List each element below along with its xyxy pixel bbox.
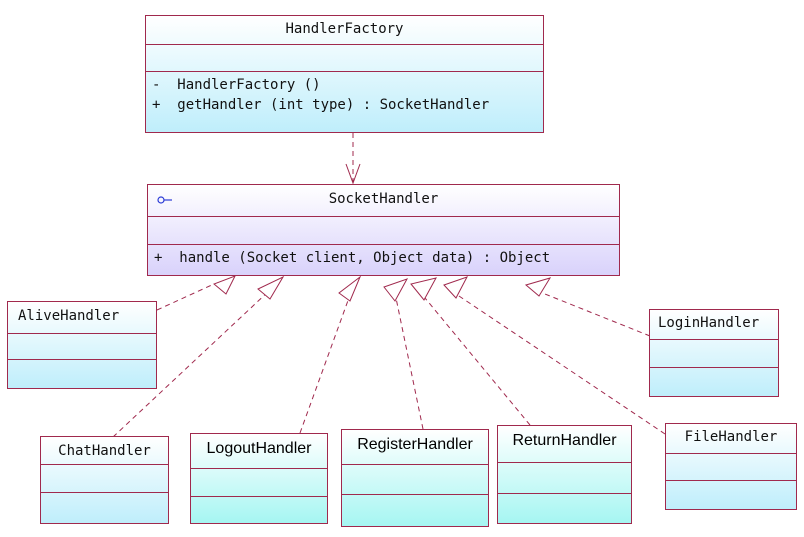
realization-arrowhead-login	[524, 277, 552, 297]
attributes-section	[146, 45, 543, 72]
class-name: AliveHandler	[8, 302, 156, 334]
logout-handler-class[interactable]: LogoutHandler	[190, 433, 328, 524]
class-name: ChatHandler	[41, 437, 168, 465]
operations-section	[41, 493, 168, 523]
attributes-section	[148, 217, 619, 245]
realization-line-return	[424, 297, 531, 426]
class-name: SocketHandler	[328, 191, 439, 207]
realization-arrowhead-logout	[338, 275, 362, 302]
realization-arrowhead-register	[383, 278, 409, 302]
file-handler-class[interactable]: FileHandler	[665, 423, 797, 510]
attributes-section	[650, 340, 778, 368]
attributes-section	[498, 463, 631, 494]
class-name: HandlerFactory	[146, 16, 543, 45]
operations-section	[666, 481, 796, 509]
socket-handler-interface[interactable]: SocketHandler + handle (Socket client, O…	[147, 184, 620, 276]
class-name: LoginHandler	[650, 310, 778, 340]
class-name: ReturnHandler	[498, 426, 631, 463]
operation: + handle (Socket client, Object data) : …	[154, 250, 551, 266]
handler-factory-class[interactable]: HandlerFactory - HandlerFactory () + get…	[145, 15, 544, 133]
attributes-section	[666, 454, 796, 481]
operations-section	[498, 494, 631, 523]
return-handler-class[interactable]: ReturnHandler	[497, 425, 632, 524]
operations-section	[8, 360, 156, 388]
operation: - HandlerFactory ()	[152, 77, 321, 93]
realization-line-file	[455, 293, 666, 435]
operations-section: + handle (Socket client, Object data) : …	[148, 245, 619, 275]
attributes-section	[41, 465, 168, 493]
login-handler-class[interactable]: LoginHandler	[649, 309, 779, 397]
attributes-section	[191, 469, 327, 497]
attributes-section	[8, 334, 156, 360]
realization-line-register	[395, 297, 424, 430]
alive-handler-class[interactable]: AliveHandler	[7, 301, 157, 389]
realization-arrowhead-return	[410, 277, 437, 301]
operations-section: - HandlerFactory () + getHandler (int ty…	[146, 72, 543, 132]
class-name-row: SocketHandler	[148, 185, 619, 217]
operations-section	[191, 497, 327, 523]
attributes-section	[342, 465, 488, 495]
operations-section	[342, 495, 488, 526]
realization-arrowhead-alive	[213, 275, 237, 295]
realization-line-alive	[156, 283, 215, 311]
operations-section	[650, 368, 778, 396]
chat-handler-class[interactable]: ChatHandler	[40, 436, 169, 524]
realization-line-login	[539, 291, 651, 337]
operation: + getHandler (int type) : SocketHandler	[152, 97, 490, 113]
realization-line-logout	[299, 294, 351, 434]
class-name: FileHandler	[666, 424, 796, 454]
register-handler-class[interactable]: RegisterHandler	[341, 429, 489, 527]
interface-icon	[157, 196, 172, 204]
class-name: RegisterHandler	[342, 430, 488, 465]
realization-arrowhead-file	[443, 276, 469, 299]
class-name: LogoutHandler	[191, 434, 327, 469]
dependency-arrowhead	[345, 163, 361, 185]
realization-arrowhead-chat	[257, 275, 285, 300]
